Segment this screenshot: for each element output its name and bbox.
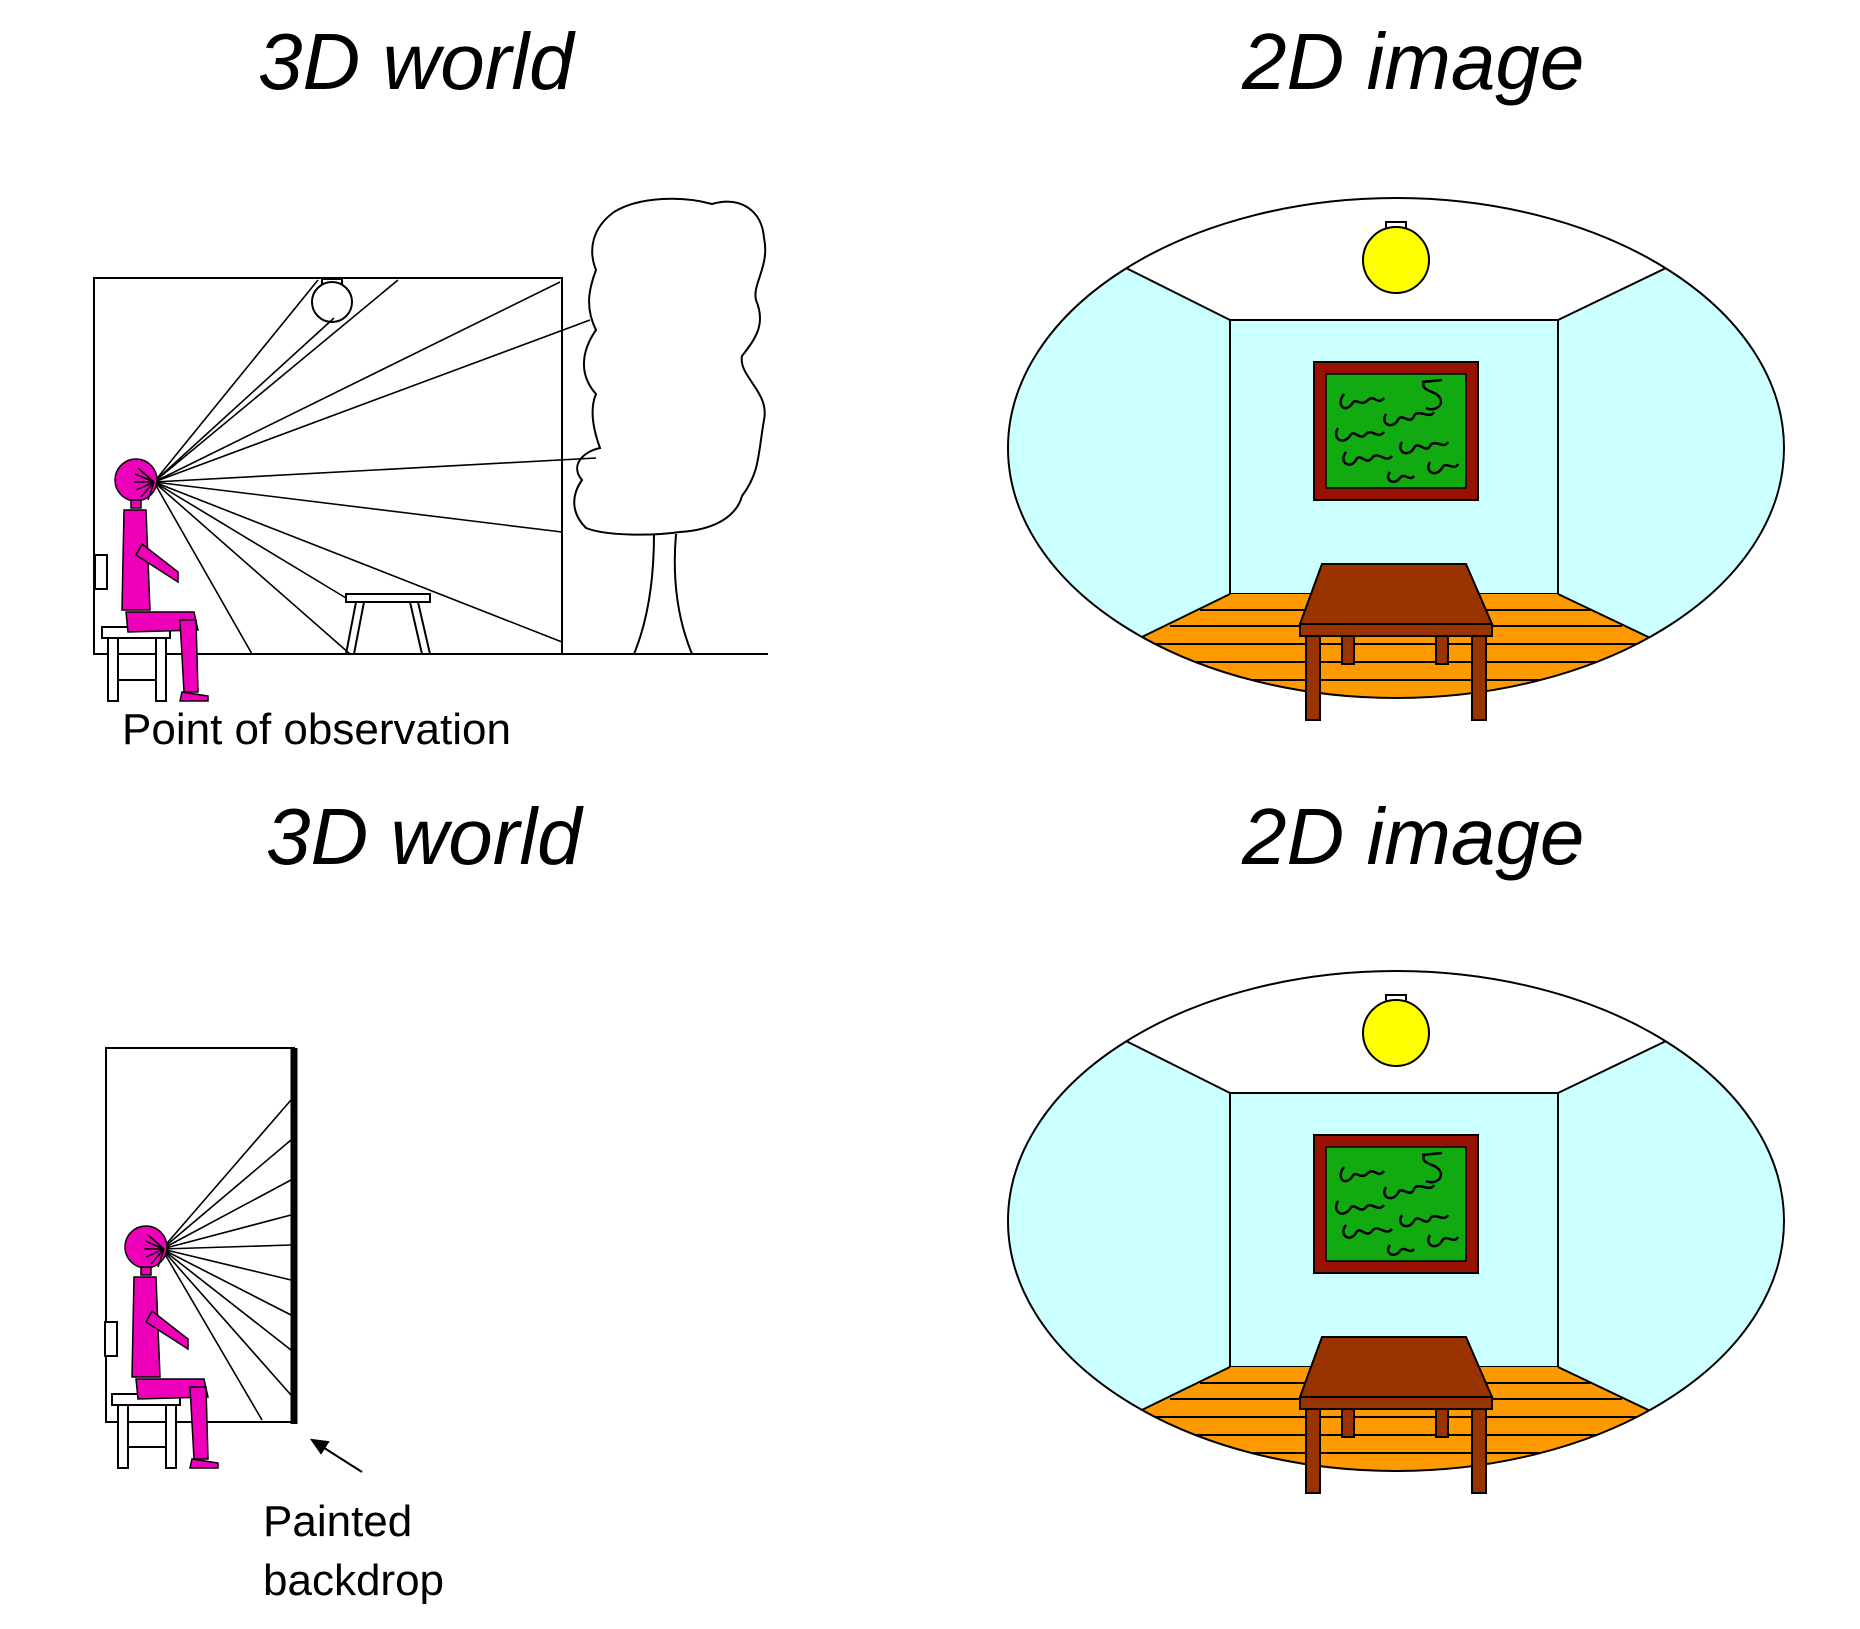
ceiling-lamp [311, 278, 353, 323]
bottom-left-heading: 3D world [266, 792, 582, 881]
bench [344, 593, 432, 655]
bottom-right-heading: 2D image [1242, 792, 1585, 881]
tree [573, 197, 767, 655]
backdrop-sight-lines [161, 1099, 292, 1421]
painted-backdrop-line-2: backdrop [263, 1556, 445, 1606]
bottom-right-2d-image [996, 961, 1796, 1493]
arrow-icon [309, 1438, 363, 1473]
painted-backdrop-caption: Painted backdrop [263, 1492, 444, 1611]
point-of-observation-caption: Point of observation [122, 705, 511, 754]
top-right-2d-image [996, 188, 1796, 720]
sight-lines [153, 279, 597, 655]
top-left-heading: 3D world [258, 17, 574, 106]
top-right-heading: 2D image [1242, 17, 1585, 106]
painted-backdrop-line-1: Painted [263, 1497, 413, 1546]
